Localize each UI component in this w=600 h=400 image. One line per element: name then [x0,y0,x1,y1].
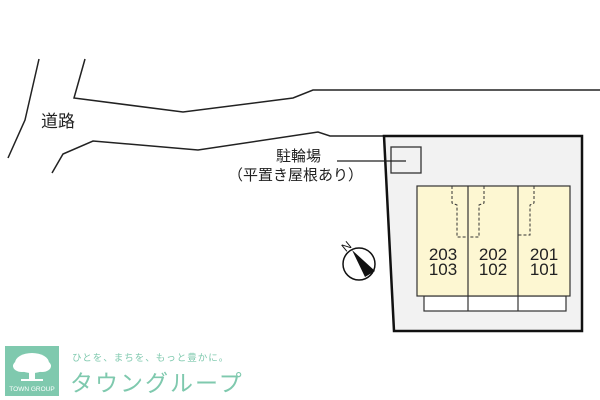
compass-icon: N [339,238,376,281]
building [416,185,571,297]
balcony [423,295,567,312]
bicycle-parking-area [390,146,422,174]
unit-label-201-101: 201 101 [529,245,559,279]
brand-name: タウングループ [70,371,244,397]
tagline: ひとを、まちを、もっと豊かに。 [72,353,230,364]
road-label: 道路 [41,112,75,132]
town-group-logo: TOWN GROUP [5,346,59,396]
unit-label-203-103: 203 103 [428,245,458,279]
bicycle-parking-note: （平置き屋根あり） [228,166,364,184]
road-lines [7,58,600,174]
unit-label-202-102: 202 102 [478,245,508,279]
bicycle-parking-label: 駐輪場 [276,147,322,165]
tree-icon [13,353,51,381]
stairs-outline [451,186,535,238]
